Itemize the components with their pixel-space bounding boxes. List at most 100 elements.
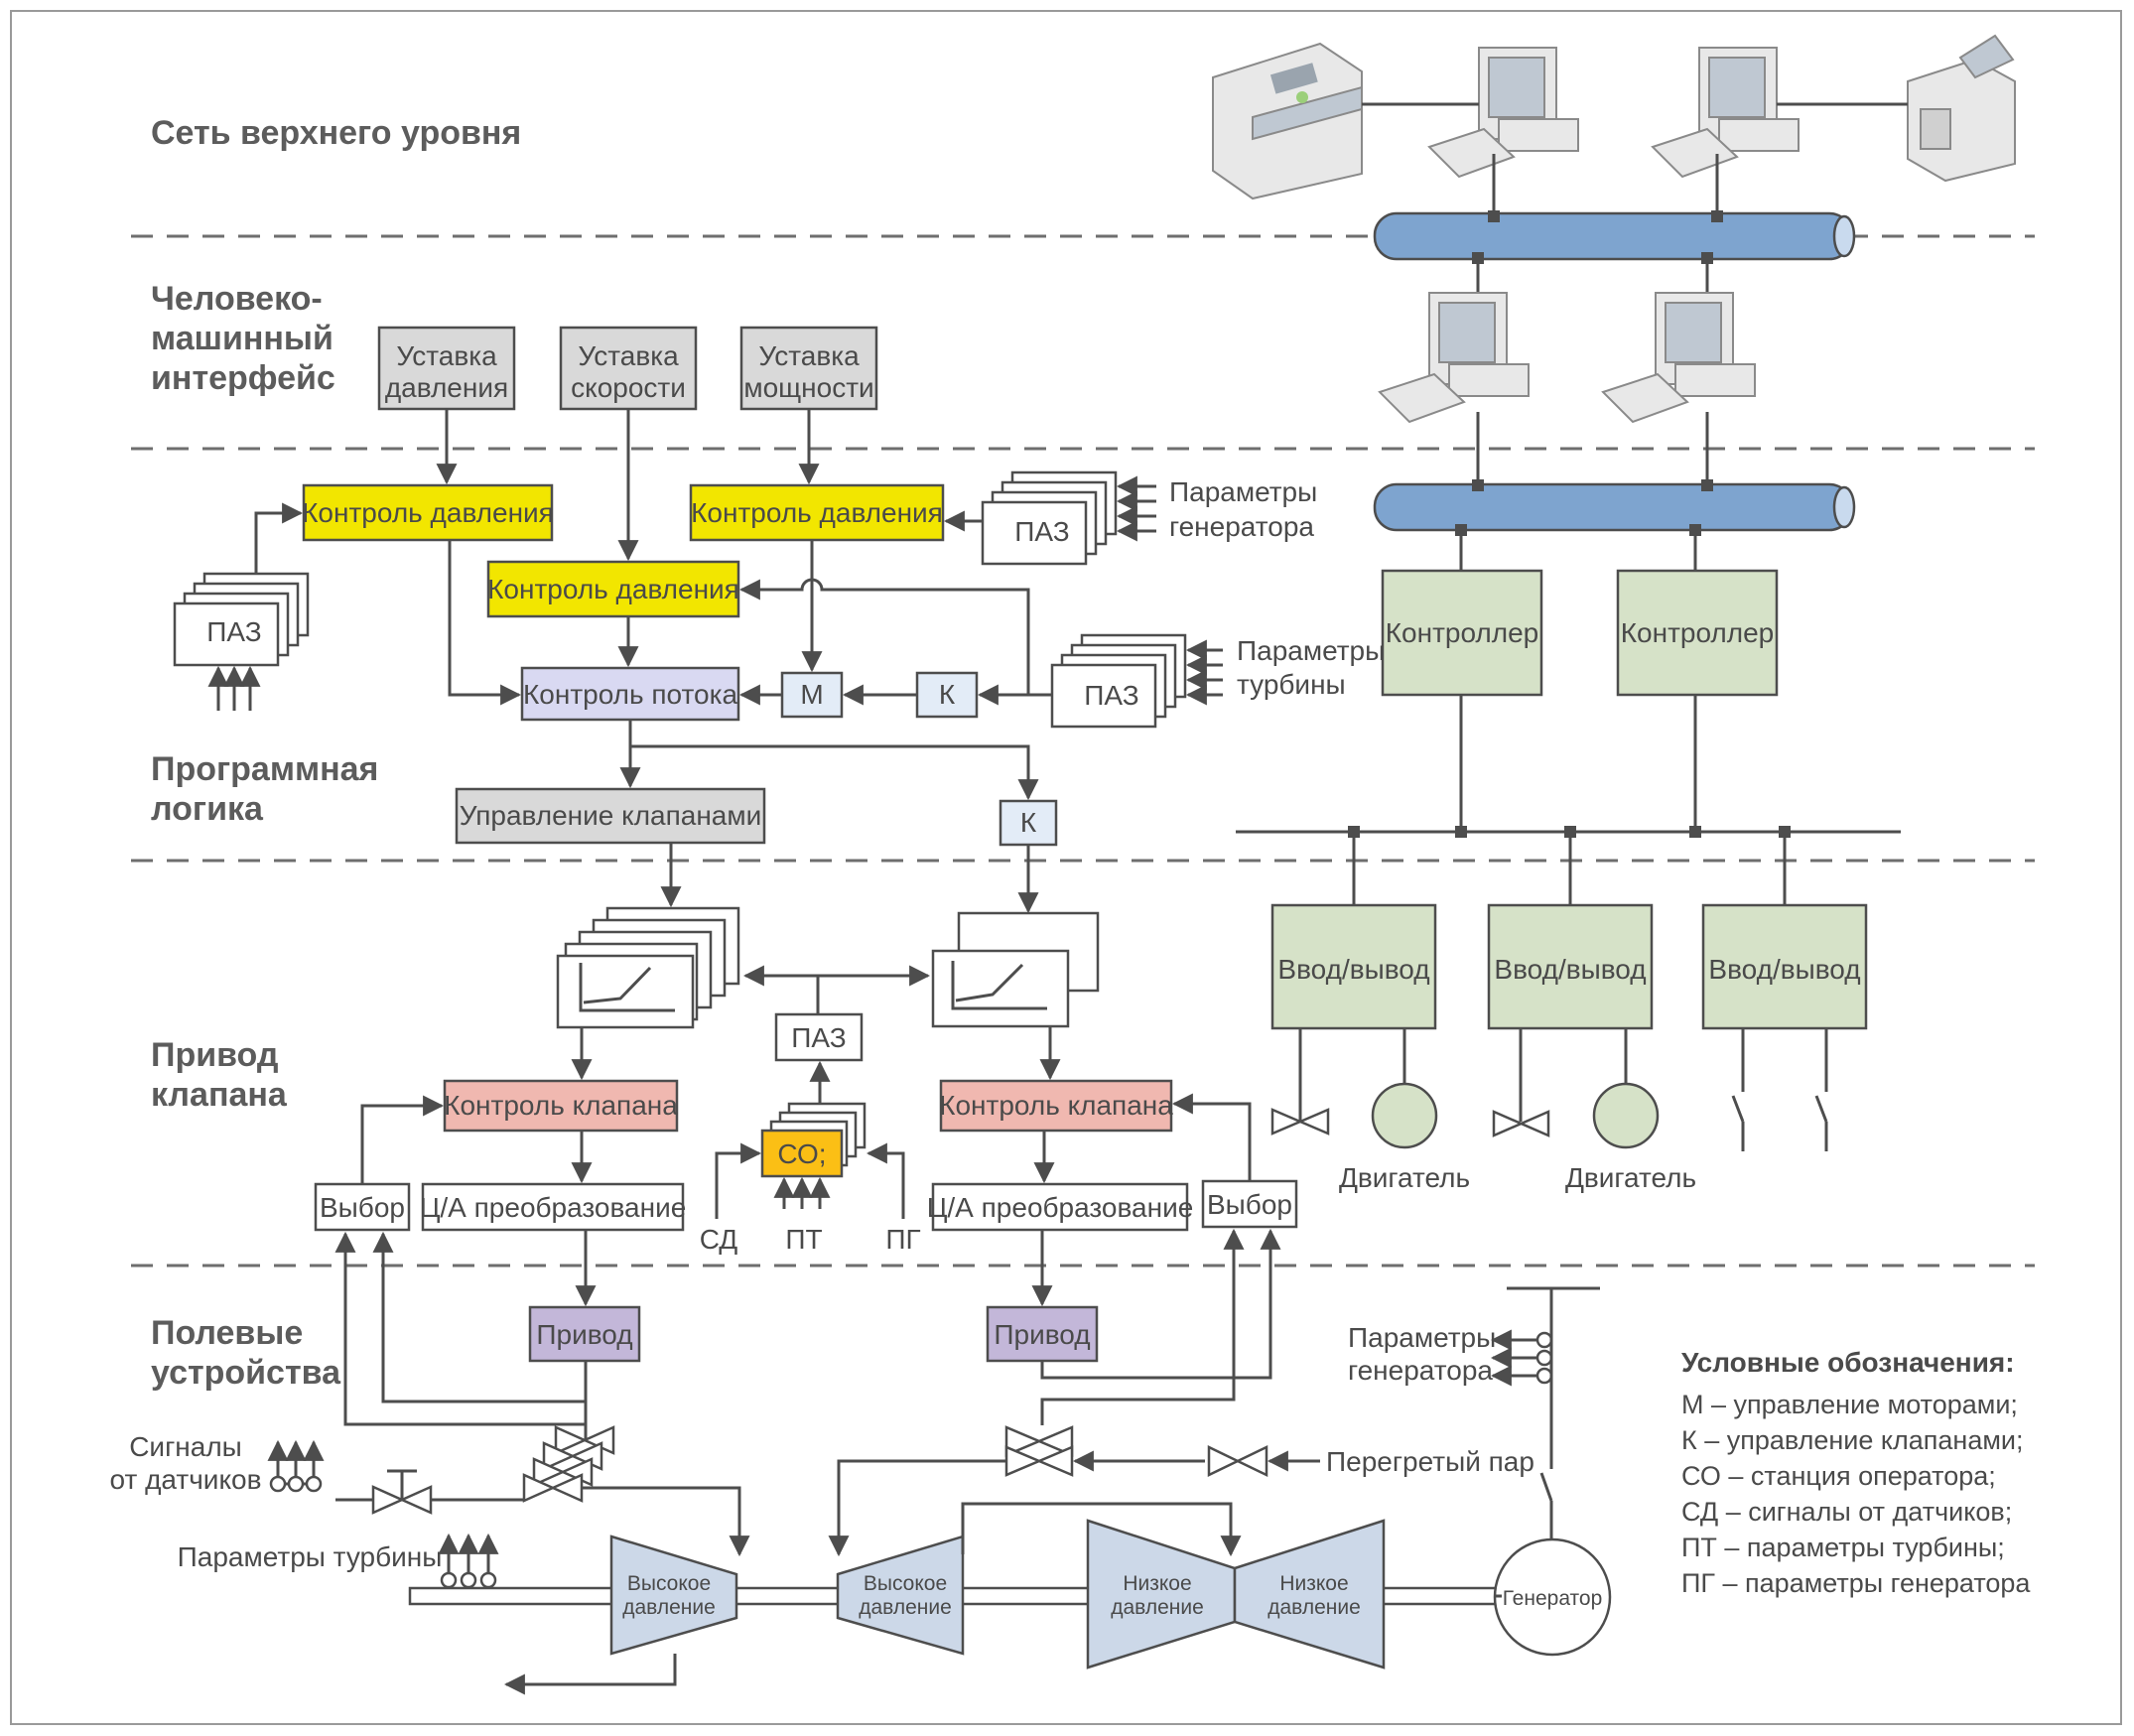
paz-stack-generator: ПАЗ bbox=[981, 470, 1118, 566]
io-1-label: Ввод/вывод bbox=[1277, 954, 1429, 985]
motor-1-label: Двигатель bbox=[1339, 1162, 1470, 1193]
legend-sd: СД – сигналы от датчиков; bbox=[1681, 1497, 2012, 1527]
lp1-line1: Низкое bbox=[1123, 1572, 1191, 1595]
workstation-icon bbox=[1601, 292, 1756, 424]
level-drive-line2: клапана bbox=[151, 1076, 288, 1114]
turb-params-label-line2: турбины bbox=[1237, 669, 1346, 700]
lp1-line2: давление bbox=[1111, 1596, 1204, 1619]
network-bus-lower bbox=[1373, 482, 1856, 532]
level-hmi-line3: интерфейс bbox=[151, 359, 335, 397]
controller-2 bbox=[1616, 569, 1779, 697]
setpoint-power-line2: мощности bbox=[743, 372, 873, 403]
switch-icon bbox=[1731, 1028, 1745, 1151]
sd-label: СД bbox=[700, 1224, 738, 1255]
superheated-steam-label: Перегретый пар bbox=[1326, 1446, 1534, 1477]
level-field-line1: Полевые bbox=[151, 1314, 303, 1352]
level-field-line2: устройства bbox=[151, 1354, 341, 1392]
field-gen-params-line2: генератора bbox=[1348, 1355, 1493, 1386]
valve-control-right bbox=[939, 1079, 1173, 1133]
upper-network bbox=[1212, 34, 2016, 571]
legend-k: К – управление клапанами; bbox=[1681, 1425, 2024, 1455]
controller-2-label: Контроллер bbox=[1621, 617, 1775, 648]
valve-icon bbox=[1207, 1445, 1268, 1477]
level-drive-line1: Привод bbox=[151, 1036, 278, 1074]
setpoint-power-line1: Уставка bbox=[758, 340, 860, 371]
valve-icon bbox=[1004, 1445, 1074, 1477]
paz-turb-label: ПАЗ bbox=[1084, 680, 1138, 711]
generator-label: Генератор bbox=[1503, 1587, 1603, 1610]
hp1-line1: Высокое bbox=[627, 1572, 711, 1595]
pressure-control-right bbox=[689, 483, 945, 542]
io-module-3 bbox=[1701, 903, 1868, 1030]
flow-control bbox=[520, 666, 740, 722]
legend: Условные обозначения: М – управление мот… bbox=[1681, 1347, 2031, 1598]
paz-center bbox=[774, 1012, 864, 1062]
io-module-1 bbox=[1270, 903, 1437, 1030]
gen-params-label-line1: Параметры bbox=[1169, 476, 1317, 507]
field-devices: Привод Привод Сигналы от датчиков bbox=[110, 1228, 1612, 1695]
hp2-line2: давление bbox=[859, 1596, 952, 1619]
da-converter-right bbox=[931, 1182, 1189, 1232]
co-label: СО; bbox=[777, 1138, 826, 1169]
printer-icon bbox=[1212, 42, 1363, 200]
workstation-icon bbox=[1427, 47, 1579, 179]
k-box-label: К bbox=[939, 679, 956, 710]
io-2-label: Ввод/вывод bbox=[1494, 954, 1646, 985]
select-left bbox=[314, 1182, 411, 1232]
level-hmi-line2: машинный bbox=[151, 320, 333, 357]
operator-station-stack: СО; bbox=[760, 1102, 867, 1178]
field-gen-params-line1: Параметры bbox=[1348, 1322, 1496, 1353]
select-right-label: Выбор bbox=[1207, 1189, 1292, 1220]
switch-icon bbox=[1814, 1028, 1828, 1151]
io-module-2 bbox=[1487, 903, 1654, 1030]
controller-1 bbox=[1381, 569, 1543, 697]
motor-2-label: Двигатель bbox=[1565, 1162, 1696, 1193]
level-logic-line1: Программная bbox=[151, 750, 378, 788]
paz-center-label: ПАЗ bbox=[791, 1022, 846, 1053]
hp-turbine-1 bbox=[609, 1535, 738, 1656]
valve-control-left bbox=[443, 1079, 679, 1133]
printer-icon bbox=[1907, 34, 2016, 183]
setpoints: Уставка давления Уставка скорости Уставк… bbox=[377, 326, 878, 411]
sensor-signals-line1: Сигналы bbox=[129, 1431, 242, 1462]
valve-icon bbox=[1492, 1110, 1550, 1137]
operator-station bbox=[760, 1129, 844, 1178]
valve-icon bbox=[1270, 1108, 1330, 1135]
actuator-right-label: Привод bbox=[994, 1319, 1090, 1350]
setpoint-speed-line2: скорости bbox=[571, 372, 686, 403]
paz-gen-label: ПАЗ bbox=[1014, 516, 1069, 547]
setpoint-power bbox=[739, 326, 878, 411]
diagram-frame bbox=[10, 10, 2122, 1725]
setpoint-pressure bbox=[377, 326, 516, 411]
k-box-2 bbox=[999, 799, 1058, 847]
gen-params-label-line2: генератора bbox=[1169, 511, 1314, 542]
legend-m: М – управление моторами; bbox=[1681, 1390, 2018, 1419]
setpoint-pressure-line1: Уставка bbox=[396, 340, 497, 371]
setpoint-speed-line1: Уставка bbox=[578, 340, 679, 371]
motor-icon bbox=[1592, 1082, 1660, 1149]
level-hmi-line1: Человеко- bbox=[151, 280, 323, 318]
pt-label: ПТ bbox=[785, 1224, 822, 1255]
pressure-control-left bbox=[302, 483, 554, 542]
da-left-label: Ц/А преобразование bbox=[420, 1192, 687, 1223]
k-box-2-label: К bbox=[1020, 807, 1037, 838]
valve-drive: ПАЗ СО; СД ПТ ПГ Контроль клапана Ц/А пр… bbox=[314, 843, 1298, 1255]
select-left-label: Выбор bbox=[320, 1192, 405, 1223]
controller-network: Контроллер Контроллер Ввод/вывод Ввод/вы… bbox=[1236, 569, 1901, 1193]
network-bus-upper bbox=[1373, 211, 1856, 261]
valve-control-left-label: Контроль клапана bbox=[444, 1090, 678, 1121]
controller-1-label: Контроллер bbox=[1386, 617, 1539, 648]
valve-management bbox=[455, 787, 766, 845]
pressure-control-left-label: Контроль давления bbox=[302, 497, 554, 528]
motor-icon bbox=[1371, 1082, 1438, 1149]
turbine-params-label: Параметры турбины bbox=[178, 1541, 443, 1572]
valve-stack-left bbox=[522, 1425, 615, 1503]
io-3-label: Ввод/вывод bbox=[1708, 954, 1860, 985]
program-logic: Контроль давления Контроль давления Конт… bbox=[173, 409, 1385, 847]
paz-left-label: ПАЗ bbox=[206, 616, 261, 647]
legend-pg: ПГ – параметры генератора bbox=[1681, 1568, 2031, 1598]
actuator-left bbox=[528, 1305, 641, 1363]
da-right-label: Ц/А преобразование bbox=[927, 1192, 1194, 1223]
setpoint-pressure-line2: давления bbox=[385, 372, 508, 403]
